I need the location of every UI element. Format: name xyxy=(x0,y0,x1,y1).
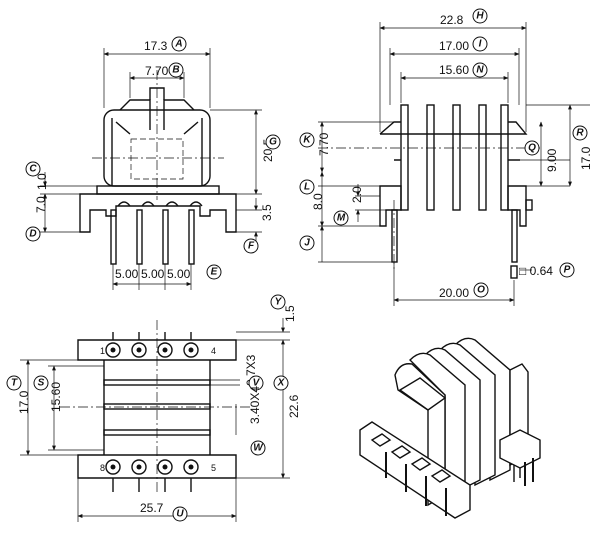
tag-a: A xyxy=(171,36,187,52)
tag-j: J xyxy=(299,235,315,251)
tag-h: H xyxy=(472,8,488,24)
tag-y: Y xyxy=(270,294,286,310)
tag-x: X xyxy=(273,375,289,391)
svg-text:Y: Y xyxy=(275,297,283,308)
dim-22-6: 22.6 xyxy=(287,394,301,418)
dim-pitch-1: 5.00 xyxy=(115,267,139,281)
top-view: 1 4 8 5 1.5 Y 17.0 T 15.60 S 0.7X3 V 22.… xyxy=(6,294,301,522)
tag-p: P xyxy=(559,262,575,278)
tag-i: I xyxy=(472,36,488,52)
dim-1-5: 1.5 xyxy=(283,305,297,322)
dim-7-70: 7.70 xyxy=(145,64,169,78)
dim-7-70-side: 7.70 xyxy=(317,132,331,156)
dim-17-00: 17.00 xyxy=(439,39,469,53)
svg-text:N: N xyxy=(476,65,484,76)
tag-w: W xyxy=(250,440,266,456)
side-left-foot xyxy=(379,185,402,227)
tag-u: U xyxy=(172,506,188,522)
dim-15-60: 15.60 xyxy=(439,63,469,77)
dim-9-00: 9.00 xyxy=(545,148,559,172)
dim-pin-square: □ 0.64 xyxy=(519,264,553,278)
dim-22-8: 22.8 xyxy=(440,13,464,27)
dim-20-00: 20.00 xyxy=(439,286,469,300)
svg-text:T: T xyxy=(11,378,18,389)
dim-7-0: 7.0 xyxy=(34,196,48,213)
dim-3-5: 3.5 xyxy=(260,204,274,221)
svg-text:G: G xyxy=(269,137,277,148)
side-view: 22.8 H 17.00 I 15.60 N 7.70 K 8.0 L 2.0 … xyxy=(299,8,593,306)
tag-l: L xyxy=(299,179,315,195)
top-flange-upper xyxy=(77,339,237,361)
tag-m: M xyxy=(333,210,349,226)
front-pins xyxy=(110,209,195,265)
dim-15-60-top: 15.60 xyxy=(49,382,63,412)
dim-pitch-2: 5.00 xyxy=(141,267,165,281)
dim-8-0: 8.0 xyxy=(311,193,325,210)
tag-r: R xyxy=(572,125,588,141)
pin-label-1: 1 xyxy=(100,346,105,356)
svg-text:A: A xyxy=(174,39,182,50)
svg-text:U: U xyxy=(176,509,184,520)
top-pins-lower xyxy=(105,459,199,475)
tag-e: E xyxy=(206,264,222,280)
dim-17-3: 17.3 xyxy=(144,39,168,53)
dim-25-7: 25.7 xyxy=(140,501,164,515)
svg-text:D: D xyxy=(29,229,36,240)
pin-label-5: 5 xyxy=(211,463,216,473)
iso-pins xyxy=(385,452,534,516)
svg-text:L: L xyxy=(304,182,310,193)
dim-2-0: 2.0 xyxy=(350,186,364,203)
svg-text:E: E xyxy=(211,267,218,278)
tag-q: Q xyxy=(524,140,540,156)
svg-text:M: M xyxy=(337,213,346,224)
tag-s: S xyxy=(33,375,49,391)
tag-o: O xyxy=(473,282,489,298)
front-base xyxy=(79,193,237,233)
dim-17-0-top: 17.0 xyxy=(17,390,31,414)
tag-n: N xyxy=(472,62,488,78)
front-view: 17.3 A 7.70 B 1.0 C 7.0 D 20.5 G 3.5 F xyxy=(25,36,281,290)
isometric-view xyxy=(359,337,541,519)
svg-text:R: R xyxy=(576,128,584,139)
iso-base xyxy=(359,421,471,519)
svg-text:C: C xyxy=(29,164,37,175)
dim-pitch-3: 5.00 xyxy=(167,267,191,281)
svg-text:H: H xyxy=(476,11,484,22)
pin-label-8: 8 xyxy=(100,463,105,473)
svg-text:S: S xyxy=(38,378,45,389)
svg-text:P: P xyxy=(564,265,571,276)
svg-text:B: B xyxy=(172,65,179,76)
tag-v: V xyxy=(248,375,264,391)
svg-text:W: W xyxy=(253,443,264,454)
top-pins-upper xyxy=(105,342,199,358)
pin-label-4: 4 xyxy=(211,346,216,356)
tag-g: G xyxy=(265,134,281,150)
dim-slot-pitch: 3.40X4 xyxy=(248,386,262,424)
svg-text:V: V xyxy=(253,378,261,389)
svg-text:Q: Q xyxy=(528,143,536,154)
side-plates xyxy=(400,104,509,211)
front-flange xyxy=(96,185,220,195)
tag-b: B xyxy=(168,62,184,78)
tag-d: D xyxy=(25,226,41,242)
svg-text:F: F xyxy=(248,241,255,252)
tag-f: F xyxy=(243,238,259,254)
svg-text:O: O xyxy=(477,285,485,296)
dim-1-0: 1.0 xyxy=(35,173,49,190)
svg-text:I: I xyxy=(479,39,482,50)
tag-k: K xyxy=(299,132,315,148)
svg-text:K: K xyxy=(303,135,311,146)
tag-c: C xyxy=(25,161,41,177)
svg-text:X: X xyxy=(277,378,286,389)
tag-t: T xyxy=(6,375,22,391)
dim-17-0-side: 17.0 xyxy=(579,146,593,170)
svg-text:J: J xyxy=(304,238,310,249)
